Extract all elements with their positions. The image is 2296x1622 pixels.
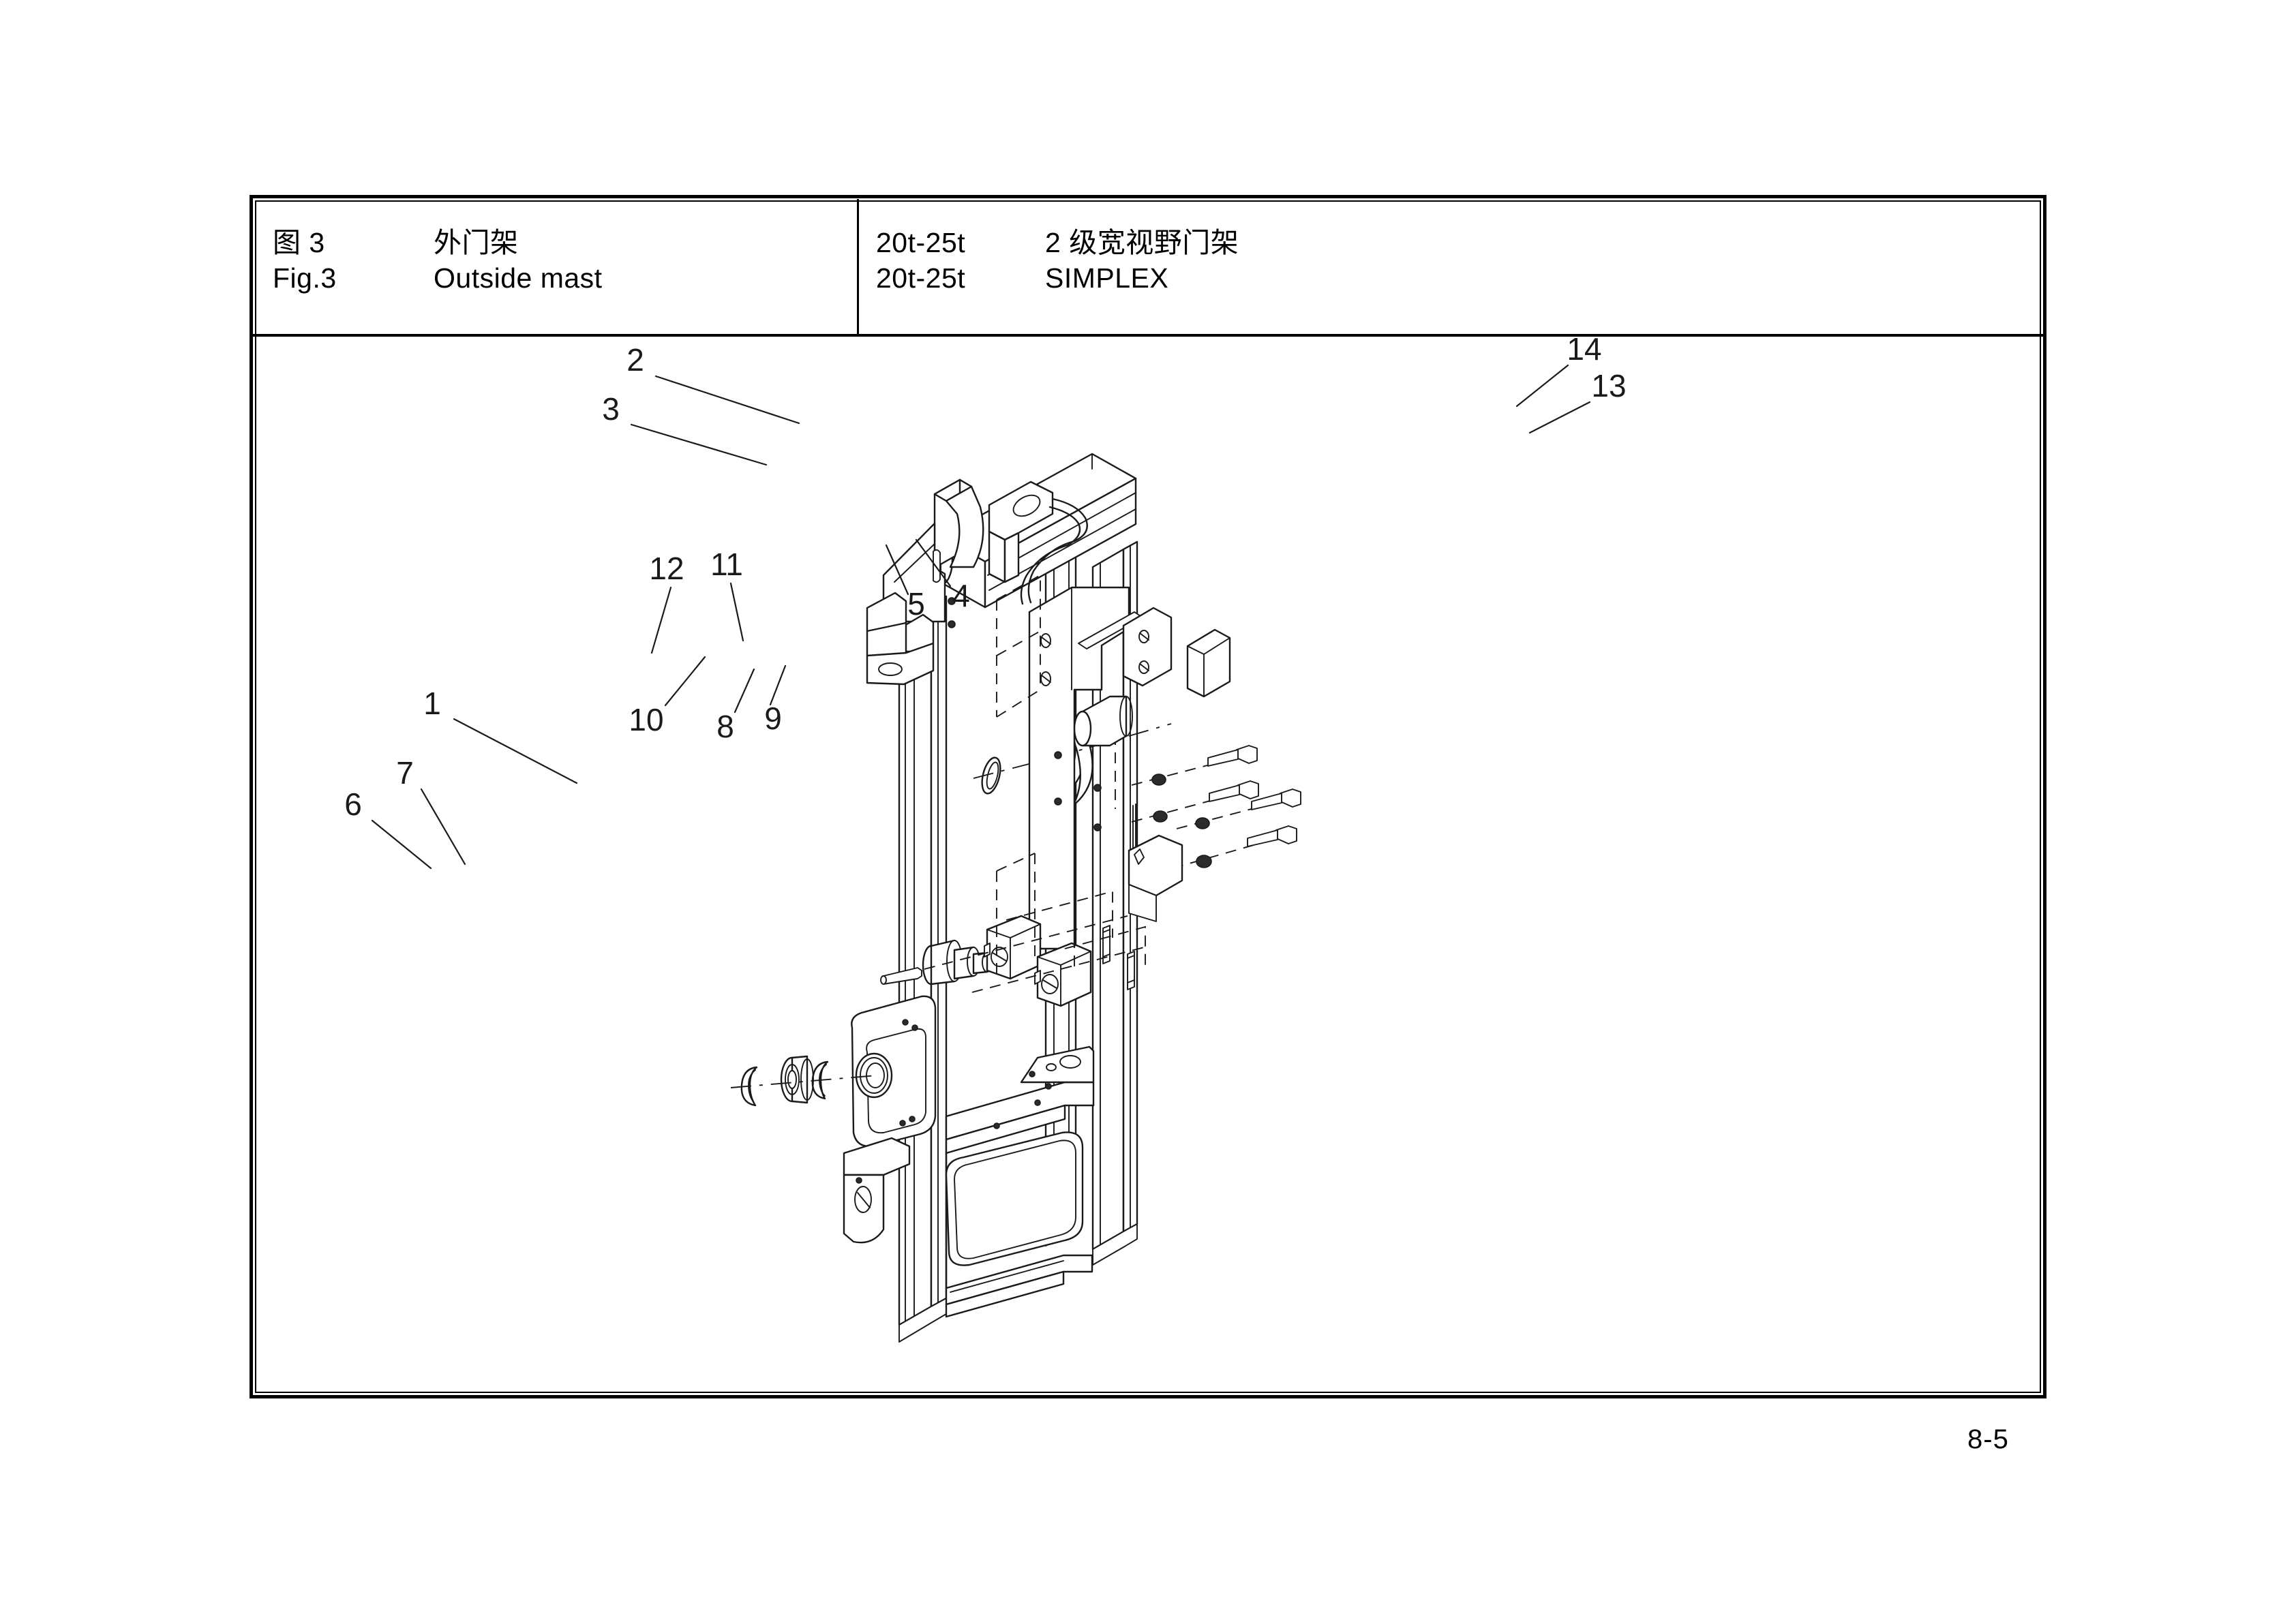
- retaining-ring-outer: [740, 1066, 758, 1107]
- model-spec-en: 20t-25t SIMPLEX: [876, 260, 1967, 296]
- drawing-frame-border: [250, 195, 2046, 1398]
- callout-label-12: 12: [649, 551, 684, 586]
- callout-label-10: 10: [629, 702, 663, 737]
- callout-label-9: 9: [764, 701, 782, 736]
- hose-routing-line: [1020, 498, 1088, 605]
- hex-bolt: [1247, 825, 1297, 847]
- guide-pin-bushing: [922, 939, 993, 985]
- callout-label-11: 11: [710, 547, 743, 582]
- callout-label-6: 6: [344, 786, 362, 822]
- mast-type-en: SIMPLEX: [1045, 262, 1169, 294]
- figure-label-en: Fig.3: [273, 262, 337, 294]
- mast-head-bracket: [866, 478, 984, 686]
- callout-label-3: 3: [602, 391, 620, 427]
- header-left-cell: 图 3 外门架 Fig.3 Outside mast: [273, 225, 832, 296]
- callout-label-7: 7: [396, 755, 414, 791]
- hex-bolt: [1207, 745, 1258, 767]
- callout-label-8: 8: [716, 709, 734, 744]
- shim-projection-lines: [924, 845, 1150, 993]
- mast-type-cn: 2 级宽视野门架: [1045, 227, 1239, 258]
- rail-mounting-plate: [1028, 586, 1143, 950]
- hex-bolt: [1251, 789, 1301, 810]
- header-bottom-rule: [250, 334, 2046, 337]
- callout-label-13: 13: [1591, 368, 1626, 403]
- callout-labels: 1 2 3 4 5 6 7 8 9 10 11 12 13 14: [344, 335, 1626, 822]
- header-column-divider: [857, 199, 859, 335]
- page-number: 8-5: [1967, 1424, 2009, 1454]
- header-right-cell: 20t-25t 2 级宽视野门架 20t-25t SIMPLEX: [876, 225, 1967, 296]
- bottom-tie-beam: [945, 1254, 1093, 1318]
- figure-name-en: Outside mast: [434, 262, 603, 294]
- callout-label-1: 1: [423, 686, 441, 721]
- model-range-en: 20t-25t: [876, 262, 966, 294]
- model-spec-cn: 20t-25t 2 级宽视野门架: [876, 225, 1967, 260]
- lock-washer: [1196, 855, 1212, 868]
- plate-projection-box: [996, 574, 1041, 718]
- side-roller-bearing: [780, 1055, 814, 1104]
- callout-label-2: 2: [626, 342, 644, 378]
- side-roller-mount: [851, 995, 937, 1148]
- mounting-bracket-plate: [1122, 607, 1173, 687]
- lower-side-shim-block: [1034, 942, 1092, 1007]
- figure-name-cn: 外门架: [434, 227, 519, 258]
- figure-title-en: Fig.3 Outside mast: [273, 260, 832, 296]
- split-pin: [880, 967, 922, 985]
- lower-panel: [945, 1131, 1084, 1289]
- exploded-assembly-drawing: 1 2 3 4 5 6 7 8 9 10 11 12 13 14: [250, 335, 2046, 1398]
- lifting-lug-plate: [988, 480, 1054, 583]
- hex-bolt: [1209, 780, 1259, 802]
- retaining-ring-inner: [811, 1060, 829, 1100]
- rail-lower-lug: [1128, 834, 1183, 922]
- callout-label-5: 5: [907, 586, 925, 622]
- upper-side-shim-block: [984, 915, 1042, 980]
- callout-label-14: 14: [1567, 335, 1601, 367]
- shim-plate-lower: [1127, 951, 1135, 990]
- figure-title-cn: 图 3 外门架: [273, 225, 832, 260]
- wear-pad-block: [1186, 628, 1231, 698]
- model-range-cn: 20t-25t: [876, 227, 966, 258]
- shim-plate-upper: [1102, 925, 1111, 964]
- fastener-group: [1131, 745, 1301, 869]
- callout-leaders: [371, 364, 1591, 870]
- side-roller-centreline: [730, 1075, 877, 1088]
- figure-label-cn: 图 3: [273, 227, 325, 258]
- lower-left-bracket: [843, 1137, 911, 1244]
- callout-label-4: 4: [952, 578, 970, 613]
- mid-cross-shelf: [945, 1045, 1095, 1154]
